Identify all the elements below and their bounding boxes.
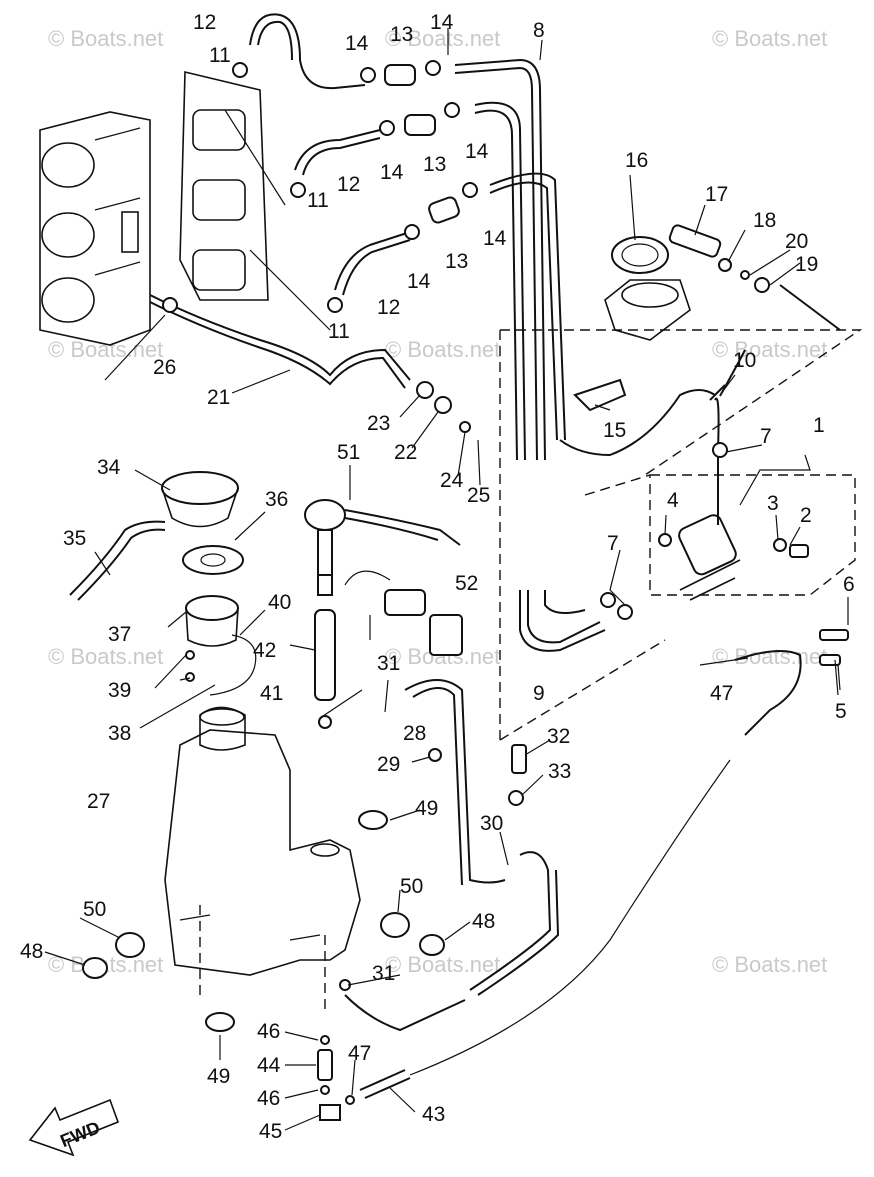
callout: 25: [467, 484, 490, 507]
callout: 14: [430, 11, 454, 34]
callout: 12: [193, 11, 216, 34]
callout: 26: [153, 356, 176, 379]
watermark: © Boats.net: [712, 952, 827, 977]
pump-assembly-box: [499, 329, 863, 741]
callout: 48: [472, 910, 495, 933]
callout: 14: [465, 140, 489, 163]
callout: 14: [345, 32, 369, 55]
callout: 41: [260, 682, 283, 705]
small-parts: [82, 744, 527, 1121]
fuel-line-21: [149, 294, 471, 433]
callout: 36: [265, 488, 288, 511]
watermark: © Boats.net: [48, 337, 163, 362]
callout: 3: [767, 492, 779, 515]
callout: 33: [548, 760, 571, 783]
callout: 12: [337, 173, 360, 196]
callout: 29: [377, 753, 400, 776]
callout: 15: [603, 419, 626, 442]
callout: 40: [268, 591, 291, 614]
watermark: © Boats.net: [385, 26, 500, 51]
callout: 21: [207, 386, 230, 409]
callout: 19: [795, 253, 818, 276]
callout: 37: [108, 623, 131, 646]
upper-hoses: [249, 13, 411, 296]
callout: 50: [83, 898, 106, 921]
callout: 16: [625, 149, 648, 172]
callout: 13: [423, 153, 446, 176]
callout: 13: [445, 250, 468, 273]
callout: 32: [547, 725, 570, 748]
callout: 44: [257, 1054, 281, 1077]
callout: 39: [108, 679, 131, 702]
engine-block: [39, 70, 331, 346]
callout: 31: [372, 962, 395, 985]
callout: 14: [380, 161, 404, 184]
callout: 23: [367, 412, 390, 435]
callout: 48: [20, 940, 43, 963]
callout: 43: [422, 1103, 445, 1126]
callout-numbers: 12 11 13 14 14 8 14 13 14 12 11 14 13 14…: [20, 11, 855, 1143]
callout: 10: [733, 349, 756, 372]
callout: 22: [394, 441, 417, 464]
callout: 20: [785, 230, 808, 253]
callout: 11: [209, 44, 231, 67]
watermark: © Boats.net: [48, 644, 163, 669]
callout: 34: [97, 456, 121, 479]
callout: 52: [455, 572, 478, 595]
watermark: © Boats.net: [48, 26, 163, 51]
watermark: © Boats.net: [712, 644, 827, 669]
callout: 51: [337, 441, 360, 464]
callout: 1: [813, 414, 825, 437]
callout: 24: [440, 469, 464, 492]
callout: 31: [377, 652, 400, 675]
leader-lines: [44, 28, 849, 1131]
watermark: © Boats.net: [712, 337, 827, 362]
callout: 7: [607, 532, 619, 555]
long-hoses: [454, 58, 606, 652]
watermark: © Boats.net: [385, 952, 500, 977]
callout: 28: [403, 722, 426, 745]
callout: 6: [843, 573, 855, 596]
callout: 9: [533, 682, 545, 705]
callout: 14: [483, 227, 507, 250]
callout: 45: [259, 1120, 282, 1143]
callout: 27: [87, 790, 110, 813]
upper-right-parts: [573, 224, 841, 736]
callout: 47: [348, 1042, 371, 1065]
fuel-filters: [232, 60, 478, 313]
level-gauge: [304, 499, 463, 729]
callout: 35: [63, 527, 86, 550]
callout: 11: [328, 320, 350, 343]
callout: 50: [400, 875, 423, 898]
callout: 49: [207, 1065, 230, 1088]
callout: 2: [800, 504, 812, 527]
callout: 12: [377, 296, 400, 319]
callout: 14: [407, 270, 431, 293]
callout: 8: [533, 19, 545, 42]
callout: 46: [257, 1020, 280, 1043]
watermark: © Boats.net: [385, 337, 500, 362]
watermark: © Boats.net: [712, 26, 827, 51]
callout: 17: [705, 183, 728, 206]
callout: 30: [480, 812, 503, 835]
callout: 38: [108, 722, 131, 745]
callout: 11: [307, 189, 329, 212]
callout: 42: [253, 639, 276, 662]
callout: 4: [667, 489, 679, 512]
callout: 49: [415, 797, 438, 820]
lower-hoses: [344, 679, 731, 1099]
fuel-tank: [164, 706, 361, 1010]
callout: 46: [257, 1087, 280, 1110]
callout: 47: [710, 682, 733, 705]
callout: 5: [835, 700, 847, 723]
fwd-arrow-icon: FWD: [28, 1098, 120, 1157]
callout: 7: [760, 425, 772, 448]
callout: 18: [753, 209, 776, 232]
fwd-label: FWD: [57, 1117, 102, 1151]
callout: 13: [390, 23, 413, 46]
